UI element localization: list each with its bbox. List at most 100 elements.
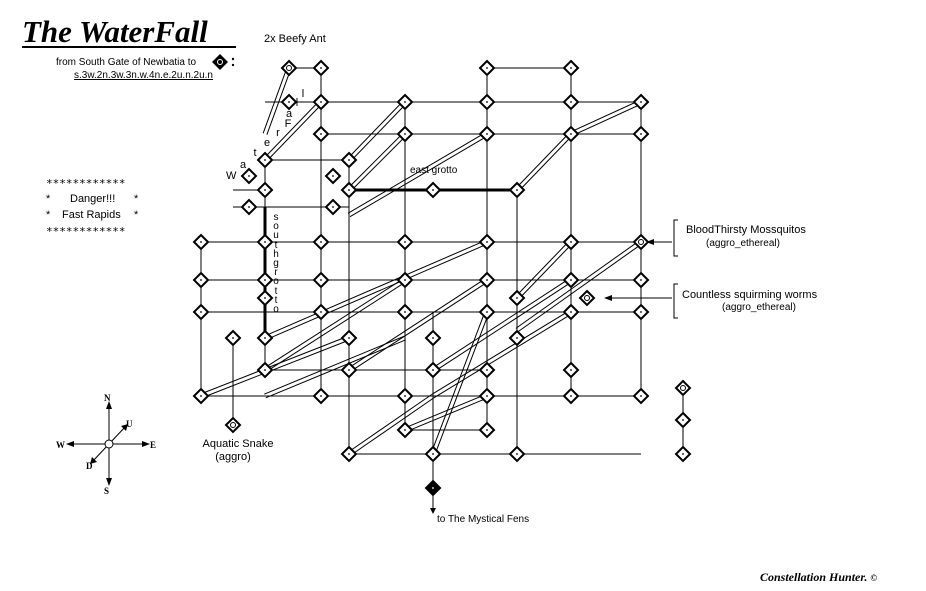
room-dot [432,369,434,371]
updown-path [518,243,573,300]
room-dot [640,279,642,281]
south-grotto-char: o [273,276,279,288]
room-dot [200,395,202,397]
updown-path [349,281,489,373]
room-dot [200,311,202,313]
monster-marker [584,295,590,301]
compass-west-arrow [66,441,74,447]
updown-path [264,239,487,337]
worms-arrow-head [604,295,612,301]
room-dot [570,67,572,69]
mosquito-bracket [673,219,678,257]
room-dot [486,369,488,371]
room-dot [640,395,642,397]
updown-path [347,277,487,369]
room-dot [404,279,406,281]
updown-path [433,281,573,373]
room-dot [348,337,350,339]
room-dot [232,337,234,339]
room-dot [320,133,322,135]
south-grotto-char: o [273,221,279,233]
updown-path [266,68,292,135]
south-grotto-char: h [273,248,279,260]
room-dot [320,241,322,243]
monster-room-node [674,379,692,397]
worms-label: Countless squirming worms [682,289,818,301]
south-grotto-char: o [273,304,279,315]
room-dot [486,429,488,431]
updown-path [431,309,571,395]
warning-bullet-right-1: * [134,193,139,205]
colon-dot-bottom [231,63,235,67]
south-grotto-char: r [274,267,278,279]
room-dot [432,189,434,191]
monster-marker [638,239,644,245]
room-dot [570,279,572,281]
room-dot [320,279,322,281]
mosquitos-label: BloodThirsty Mossquitos [686,224,806,236]
room-dot [404,241,406,243]
updown-path [263,277,405,369]
compass-north: N [104,393,111,403]
room-dot [486,101,488,103]
compass-east-arrow [142,441,150,447]
snake-label: Aquatic Snake [202,438,274,450]
room-dot [404,101,406,103]
exit-arrow-head [430,508,436,514]
updown-path [264,335,405,395]
waterfall-char: l [301,88,305,100]
updown-path [434,312,490,455]
waterfall-char: F [284,118,292,130]
room-dot [516,337,518,339]
compass-up: U [126,419,133,429]
waterfall-char: a [239,159,247,171]
room-dot [486,279,488,281]
beefy-ant-label: 2x Beefy Ant [264,33,326,45]
monster-marker [680,385,686,391]
room-dot [404,429,406,431]
room-dot [332,175,334,177]
updown-path [518,135,573,192]
room-dot [516,189,518,191]
south-grotto-char: s [273,212,279,223]
room-dot [486,241,488,243]
route-directions: s.3w.2n.3w.3n.w.4n.e.2u.n.2u.n [74,70,213,81]
updown-path [515,239,641,329]
updown-path [433,313,573,399]
updown-path [201,339,350,399]
room-dot [264,369,266,371]
south-grotto-char: t [274,285,278,297]
title-underline [22,46,236,48]
room-dot [570,311,572,313]
mosquitos-tag: (aggro_ethereal) [706,238,780,249]
room-dot [486,311,488,313]
room-dot [486,395,488,397]
room-dot [640,101,642,103]
updown-path [347,131,487,214]
mosquito-arrow-head [646,239,654,245]
updown-path [350,135,407,192]
waterfall-char: r [276,127,280,139]
updown-path [262,67,288,134]
room-dot [264,159,266,161]
map-title: The WaterFall [22,14,208,49]
updown-path [266,103,323,162]
compass-south: S [104,486,110,496]
south-grotto-char: t [274,294,278,306]
south-grotto-char: g [273,258,279,269]
room-dot [486,67,488,69]
colon-dot-top [231,57,235,61]
room-dot [432,337,434,339]
updown-path [517,243,643,333]
room-dot [200,279,202,281]
room-dot [200,241,202,243]
destination-icon-ring [217,59,223,65]
compass-center [104,439,114,449]
compass-down: D [86,461,93,471]
warning-bullet-left-1: * [46,193,51,205]
warning-danger: Danger!!! [70,193,116,205]
room-dot [486,133,488,135]
south-grotto-char: u [273,230,279,242]
